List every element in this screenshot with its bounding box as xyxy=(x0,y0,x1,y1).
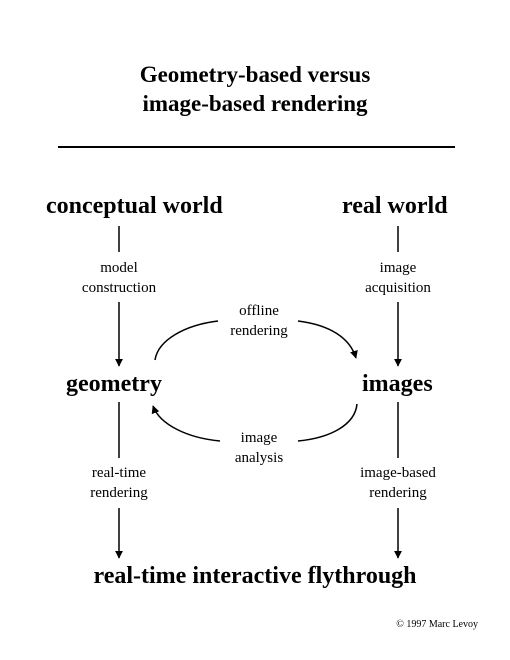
node-geometry: geometry xyxy=(66,371,162,397)
label-model-construction-line-1: model xyxy=(100,260,138,276)
label-offline-rendering-line-2: rendering xyxy=(230,323,288,339)
label-image-acquisition-line-2: acquisition xyxy=(365,280,431,296)
label-image-analysis-line-1: image xyxy=(240,430,278,446)
label-image-acquisition-line-1: image xyxy=(379,260,417,276)
edge-image-analysis-right xyxy=(297,403,358,442)
label-realtime-rendering-line-1: real-time xyxy=(91,465,147,481)
label-realtime-rendering: real-time rendering xyxy=(60,463,178,503)
node-real-world: real world xyxy=(342,193,448,219)
label-image-based-rendering: image-based rendering xyxy=(336,463,460,503)
diagram-title: Geometry-based versus image-based render… xyxy=(0,60,510,118)
node-conceptual-world: conceptual world xyxy=(46,193,223,219)
label-offline-rendering-line-1: offline xyxy=(239,303,279,319)
label-model-construction-line-2: construction xyxy=(81,280,157,296)
node-flythrough: real-time interactive flythrough xyxy=(93,563,417,589)
copyright-notice: © 1997 Marc Levoy xyxy=(396,619,478,630)
label-offline-rendering: offline rendering xyxy=(208,301,310,341)
label-image-based-rendering-line-1: image-based xyxy=(360,465,436,481)
label-realtime-rendering-line-2: rendering xyxy=(90,485,148,501)
title-divider xyxy=(58,146,455,148)
edge-image-analysis-left xyxy=(151,405,221,442)
title-line-1: Geometry-based versus xyxy=(139,62,371,87)
title-line-2: image-based rendering xyxy=(142,91,368,116)
label-image-analysis: image analysis xyxy=(208,428,310,468)
label-image-acquisition: image acquisition xyxy=(338,258,458,298)
label-model-construction: model construction xyxy=(58,258,180,298)
node-images: images xyxy=(362,371,433,397)
label-image-analysis-line-2: analysis xyxy=(234,450,284,466)
edge-offline-rendering-left xyxy=(154,320,219,361)
label-image-based-rendering-line-2: rendering xyxy=(369,485,427,501)
edge-offline-rendering-right xyxy=(297,320,358,359)
